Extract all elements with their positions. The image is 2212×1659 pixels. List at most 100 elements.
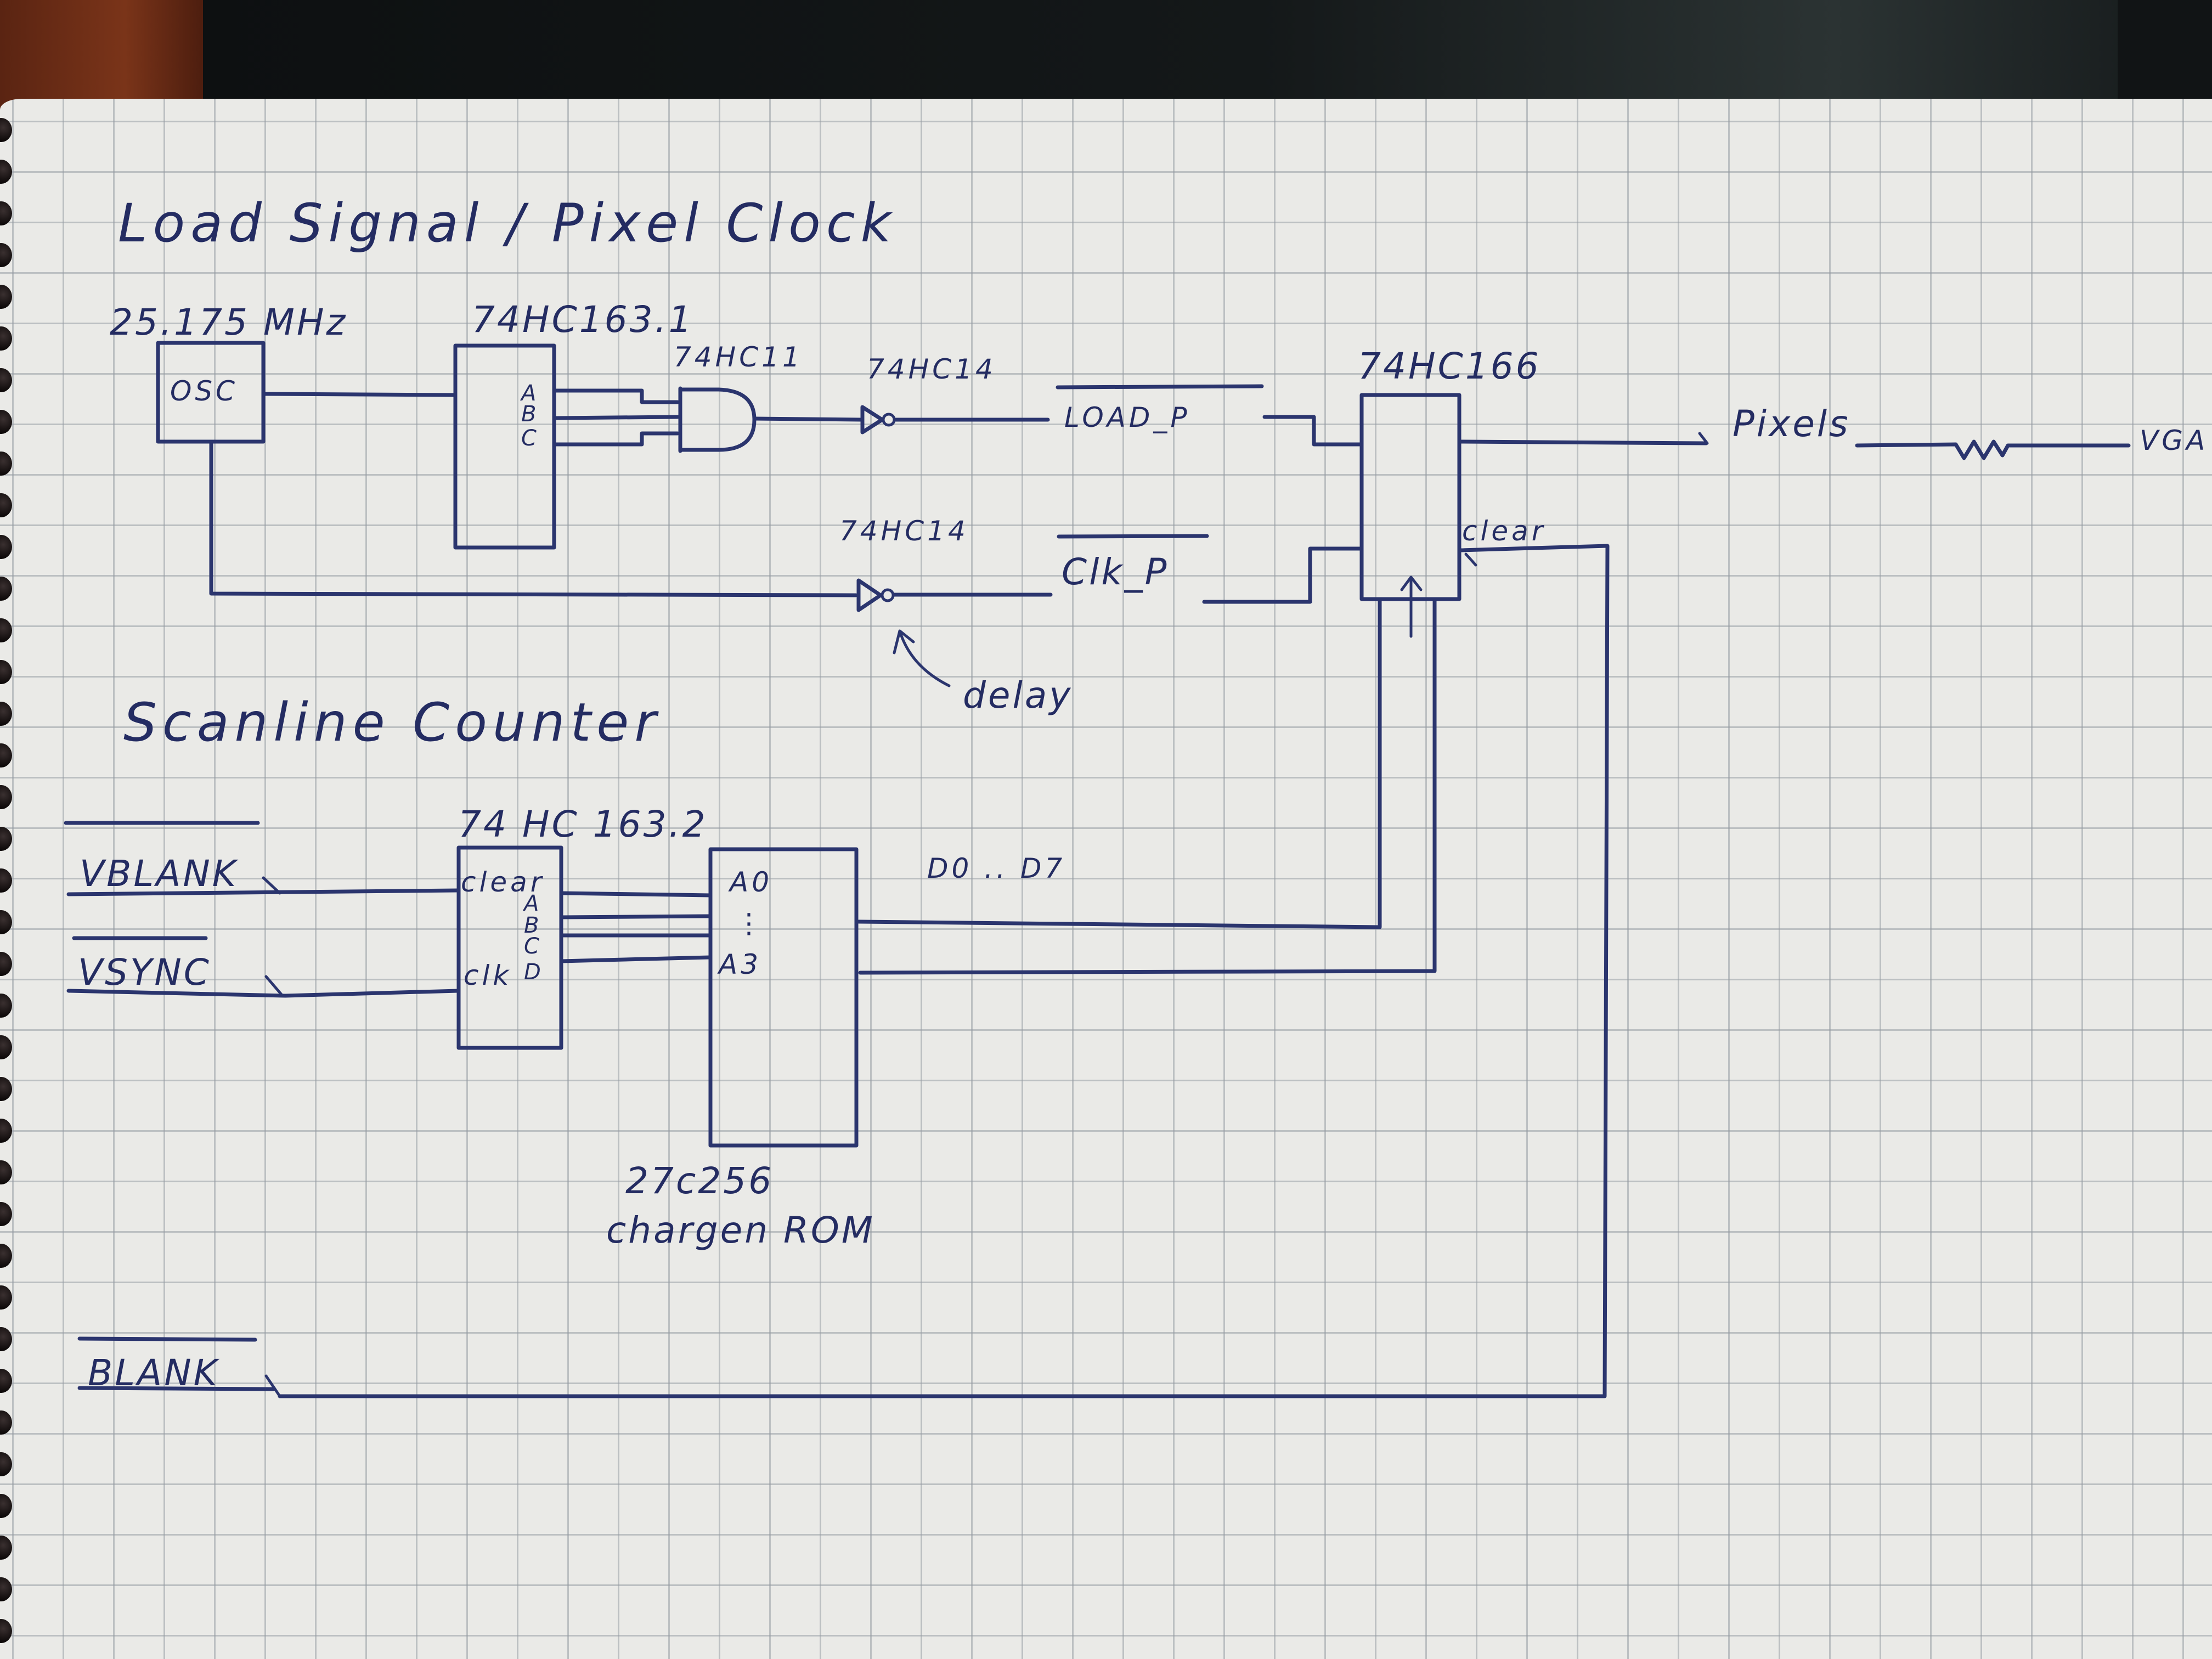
shift-register-label: 74HC166 (1358, 345, 1541, 387)
rom-pin-a0: A0 (728, 866, 772, 898)
rom-part-label: 27c256 (625, 1160, 774, 1202)
spiral-ring (0, 1160, 12, 1184)
spiral-ring (0, 1494, 12, 1518)
wire-clk-p-to-shift-register (1202, 546, 1364, 604)
load-p-overbar (1056, 384, 1264, 390)
spiral-ring (0, 1452, 12, 1476)
rom-data-bus-label: D0 .. D7 (927, 853, 1065, 884)
rom-description-label: chargen ROM (606, 1209, 875, 1251)
rom-box (708, 847, 859, 1148)
spiral-ring (0, 1244, 12, 1268)
and-gate-label: 74HC11 (674, 341, 803, 373)
blank-overbar (77, 1336, 257, 1342)
spiral-ring (0, 1369, 12, 1393)
wire-counter2-d-to-rom (559, 955, 713, 963)
wire-osc-to-counter1 (261, 392, 458, 397)
spiral-ring (0, 326, 12, 351)
wire-counter1-c (552, 431, 680, 447)
clk-p-overbar (1057, 534, 1209, 539)
counter1-pin-a: A (520, 381, 536, 406)
spiral-ring (0, 1327, 12, 1351)
wire-vblank-to-counter2 (66, 888, 460, 896)
inverter-load-symbol (860, 405, 884, 435)
spiral-ring (0, 160, 12, 184)
wire-blank-to-clear (278, 544, 1610, 1398)
counter1-pin-b: B (521, 402, 536, 427)
counter2-clear-pin: clear (461, 866, 545, 898)
counter1-box (453, 343, 556, 550)
wire-counter2-a-to-rom (559, 891, 713, 898)
spiral-ring (0, 1619, 12, 1643)
oscillator-frequency-label: 25.175 MHz (110, 301, 347, 343)
wire-load-p-to-shift-register (1262, 415, 1364, 447)
pixels-arrow-icon (1698, 432, 1709, 445)
spiral-ring (0, 1077, 12, 1101)
spiral-ring (0, 868, 12, 893)
spiral-ring (0, 660, 12, 684)
wire-blank-start (77, 1386, 276, 1391)
signal-vga: VGA (2140, 425, 2208, 456)
spiral-ring (0, 827, 12, 851)
spiral-ring (0, 743, 12, 768)
section-title-scanline-counter: Scanline Counter (123, 692, 662, 753)
spiral-ring (0, 1410, 12, 1435)
spiral-ring (0, 201, 12, 225)
shift-register-box (1359, 393, 1462, 601)
counter1-pin-c: C (521, 426, 537, 451)
wire-counter2-b-to-rom (559, 914, 713, 919)
spiral-ring (0, 1119, 12, 1143)
and-gate-symbol (678, 386, 757, 453)
spiral-ring (0, 618, 12, 642)
spiral-ring (0, 243, 12, 267)
shift-register-clear-pin: clear (1462, 515, 1546, 547)
clock-input-arrow-icon (1400, 575, 1423, 638)
laptop-background (203, 0, 2123, 110)
wire-rom-data-bus-1 (856, 599, 1382, 929)
signal-load-p: LOAD_P (1064, 402, 1190, 433)
spiral-ring (0, 493, 12, 517)
inverter-clk-bubble (881, 588, 895, 602)
spiral-ring (0, 452, 12, 476)
resistor-symbol (1855, 439, 2131, 460)
spiral-ring (0, 368, 12, 392)
counter2-pin-b: B (524, 913, 539, 938)
spiral-ring (0, 285, 12, 309)
spiral-ring (0, 785, 12, 809)
wire-counter1-a (552, 388, 680, 404)
spiral-ring (0, 702, 12, 726)
counter1-label: 74HC163.1 (472, 298, 694, 341)
vblank-tick (262, 876, 281, 895)
spiral-ring (0, 577, 12, 601)
spiral-ring (0, 910, 12, 934)
laptop-edge (2118, 0, 2212, 110)
clear-pin-tick (1464, 552, 1477, 567)
wire-rom-data-bus-2 (858, 599, 1437, 975)
spiral-ring (0, 994, 12, 1018)
delay-annotation: delay (963, 674, 1073, 716)
signal-pixels: Pixels (1733, 403, 1850, 445)
wooden-desk (0, 0, 208, 110)
spiral-ring (0, 410, 12, 434)
counter2-label: 74 HC 163.2 (458, 803, 708, 845)
spiral-ring (0, 1536, 12, 1560)
inverter-clk-symbol (856, 578, 883, 612)
signal-vsync: VSYNC (78, 951, 211, 994)
vsync-tick (264, 975, 284, 997)
blank-tick (264, 1374, 281, 1398)
signal-vblank: VBLANK (80, 853, 239, 895)
counter2-clk-pin: clk (464, 960, 512, 991)
spiral-ring (0, 1577, 12, 1601)
spiral-ring (0, 1202, 12, 1226)
spiral-ring (0, 1285, 12, 1310)
counter2-pin-a: A (522, 891, 539, 916)
spiral-ring (0, 952, 12, 976)
spiral-ring (0, 118, 12, 142)
inverter-load-bubble (882, 413, 896, 427)
wire-vsync-to-counter2 (66, 989, 460, 998)
spiral-ring (0, 535, 12, 559)
inverter-clk-label: 74HC14 (839, 515, 969, 547)
rom-pin-ellipsis: ⋮ (735, 907, 766, 939)
inverter-load-label: 74HC14 (867, 353, 996, 385)
